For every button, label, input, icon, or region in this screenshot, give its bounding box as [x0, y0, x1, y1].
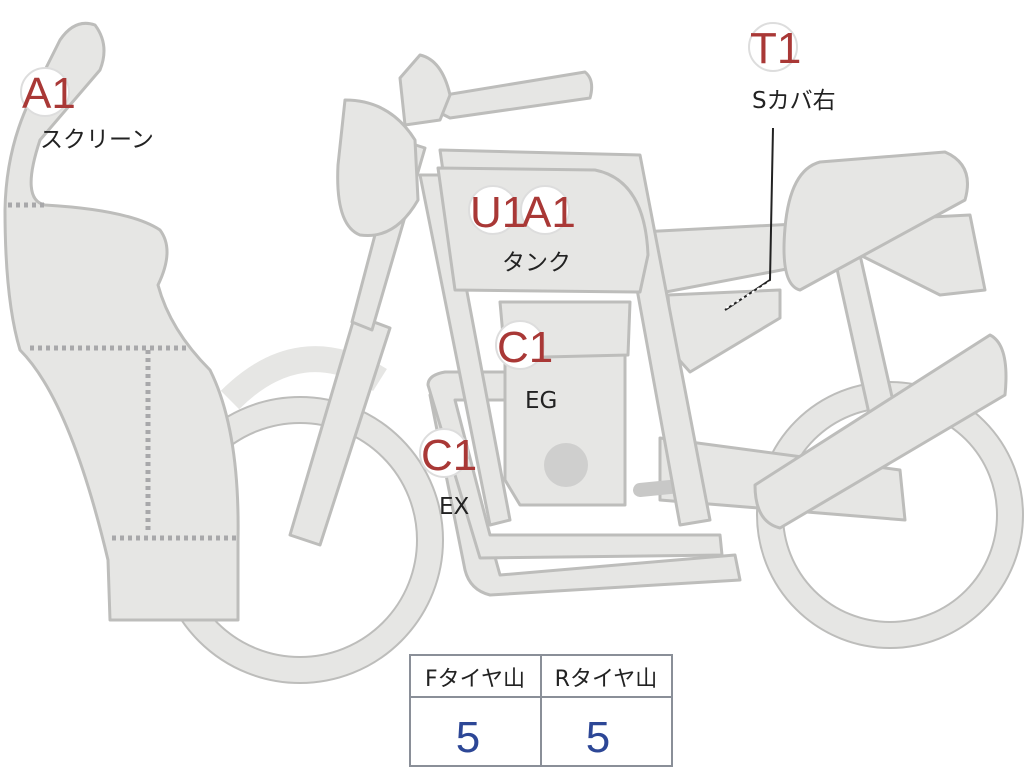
label-tank[interactable]: U1 A1 タンク	[468, 185, 576, 276]
side-cover-leader-dash	[725, 281, 771, 309]
screen-code: A1	[22, 69, 76, 118]
tank-code-1: U1	[470, 188, 526, 237]
front-fork	[288, 313, 392, 547]
windscreen-fairing	[3, 21, 240, 622]
handlebar	[413, 70, 594, 120]
engine-cover-circle	[544, 443, 588, 487]
side-cover	[666, 288, 782, 374]
rear-tire-header: Rタイヤ山	[555, 667, 658, 692]
label-screen[interactable]: A1 スクリーン	[20, 67, 154, 153]
label-engine[interactable]: C1 EG	[495, 320, 557, 414]
mirror	[398, 53, 452, 127]
side-cover-code: T1	[750, 24, 801, 73]
muffler	[753, 333, 1008, 530]
label-side-cover-right[interactable]: T1 Sカバ右	[748, 22, 836, 114]
tire-table: Fタイヤ山 Rタイヤ山 5 5	[409, 654, 673, 767]
exhaust-code: C1	[421, 431, 477, 480]
exhaust-pipe-lower	[428, 393, 742, 597]
tank-code-2: A1	[522, 188, 576, 237]
rear-tire-value[interactable]: 5	[586, 713, 610, 762]
seat	[782, 150, 969, 292]
exhaust-pipe-upper	[426, 370, 724, 560]
front-tire-value[interactable]: 5	[456, 713, 480, 762]
label-exhaust[interactable]: C1 EX	[419, 428, 477, 520]
engine-name: EG	[525, 388, 557, 414]
screen-name: スクリーン	[40, 127, 154, 153]
side-cover-leader-line	[724, 127, 774, 311]
frame-down-tube	[418, 173, 512, 527]
exhaust-name: EX	[439, 494, 470, 520]
tank-name: タンク	[502, 250, 571, 276]
headlight	[336, 98, 420, 238]
front-tire-header: Fタイヤ山	[425, 667, 525, 692]
side-cover-name: Sカバ右	[752, 88, 836, 114]
engine-code: C1	[497, 323, 553, 372]
